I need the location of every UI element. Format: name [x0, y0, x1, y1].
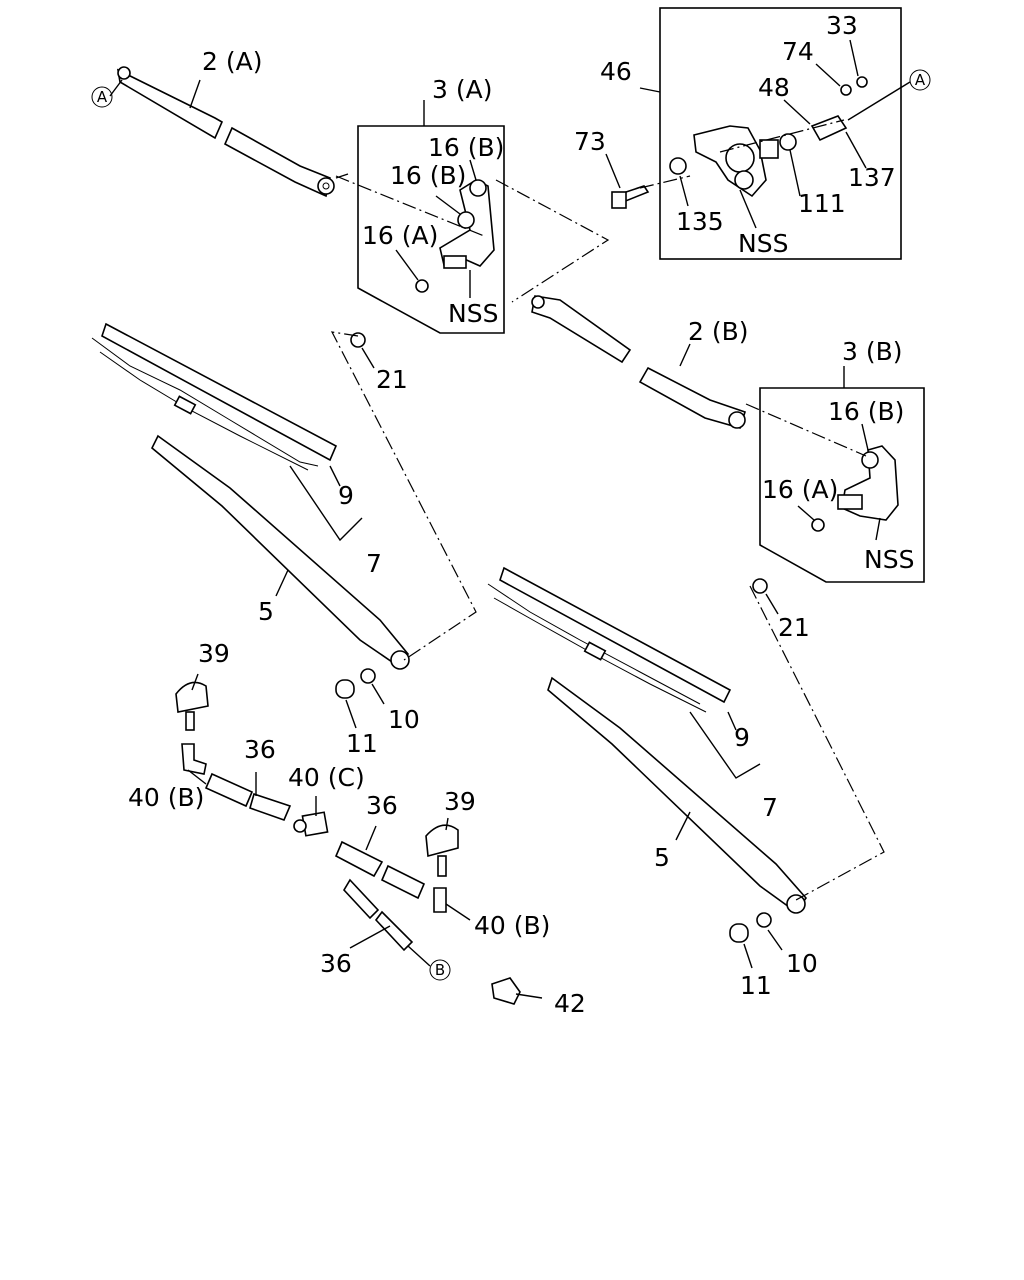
- label-nss-motor: NSS: [738, 229, 788, 258]
- marker-a-right: A: [909, 69, 931, 91]
- label-74: 74: [782, 37, 814, 66]
- label-36-2: 36: [366, 791, 398, 820]
- label-16a-2: 16 (A): [762, 475, 838, 504]
- wiper-arm-left: [151, 434, 410, 670]
- label-36-1: 36: [244, 735, 276, 764]
- label-5-right: 5: [654, 843, 670, 872]
- linkage-rod-2b: [531, 295, 746, 429]
- label-5-left: 5: [258, 597, 274, 626]
- label-33: 33: [826, 11, 858, 40]
- marker-a-left: A: [91, 86, 113, 108]
- motor-box-46: [659, 7, 902, 260]
- label-73: 73: [574, 127, 606, 156]
- label-40c: 40 (C): [288, 763, 365, 792]
- small-parts: [335, 332, 772, 943]
- label-21-2: 21: [778, 613, 810, 642]
- label-40b-1: 40 (B): [128, 783, 204, 812]
- wiper-blade-right: [487, 566, 732, 713]
- label-11-right: 11: [740, 971, 772, 1000]
- marker-b: B: [429, 959, 451, 981]
- label-16a-1: 16 (A): [362, 221, 438, 250]
- linkage-rod-2a: [116, 66, 335, 198]
- label-39-left: 39: [198, 639, 230, 668]
- label-39-right: 39: [444, 787, 476, 816]
- label-111: 111: [798, 189, 846, 218]
- label-46: 46: [600, 57, 632, 86]
- label-42: 42: [554, 989, 586, 1018]
- wiper-arm-right: [547, 676, 808, 914]
- washer-system: [175, 681, 521, 1005]
- label-7-right: 7: [762, 793, 778, 822]
- label-9-left: 9: [338, 481, 354, 510]
- label-137: 137: [848, 163, 896, 192]
- marker-a-right-text: A: [915, 71, 926, 89]
- label-11-left: 11: [346, 729, 378, 758]
- label-36-3: 36: [320, 949, 352, 978]
- leader-lines: [109, 39, 911, 999]
- part-labels: 2 (A) 3 (A) 16 (B) 16 (B) 16 (A) NSS 21 …: [128, 11, 914, 1018]
- wiper-motor: [611, 76, 868, 209]
- label-16b-3: 16 (B): [828, 397, 904, 426]
- label-7-left: 7: [366, 549, 382, 578]
- label-3b: 3 (B): [842, 337, 903, 366]
- wiper-blade-left: [91, 322, 338, 471]
- label-40b-2: 40 (B): [474, 911, 550, 940]
- label-16b-1: 16 (B): [428, 133, 504, 162]
- label-21-1: 21: [376, 365, 408, 394]
- connection-lines: [330, 119, 885, 901]
- label-3a: 3 (A): [432, 75, 492, 104]
- label-2a: 2 (A): [202, 47, 262, 76]
- marker-b-text: B: [435, 961, 445, 979]
- label-2b: 2 (B): [688, 317, 749, 346]
- pivot-3a: [415, 179, 495, 293]
- label-10-left: 10: [388, 705, 420, 734]
- label-nss-2: NSS: [864, 545, 914, 574]
- label-16b-2: 16 (B): [390, 161, 466, 190]
- box-3b-outline: [759, 387, 925, 583]
- label-135: 135: [676, 207, 724, 236]
- label-nss-1: NSS: [448, 299, 498, 328]
- label-48: 48: [758, 73, 790, 102]
- box-3a-outline: [357, 125, 505, 334]
- label-9-right: 9: [734, 723, 750, 752]
- label-10-right: 10: [786, 949, 818, 978]
- marker-a-left-text: A: [97, 88, 108, 106]
